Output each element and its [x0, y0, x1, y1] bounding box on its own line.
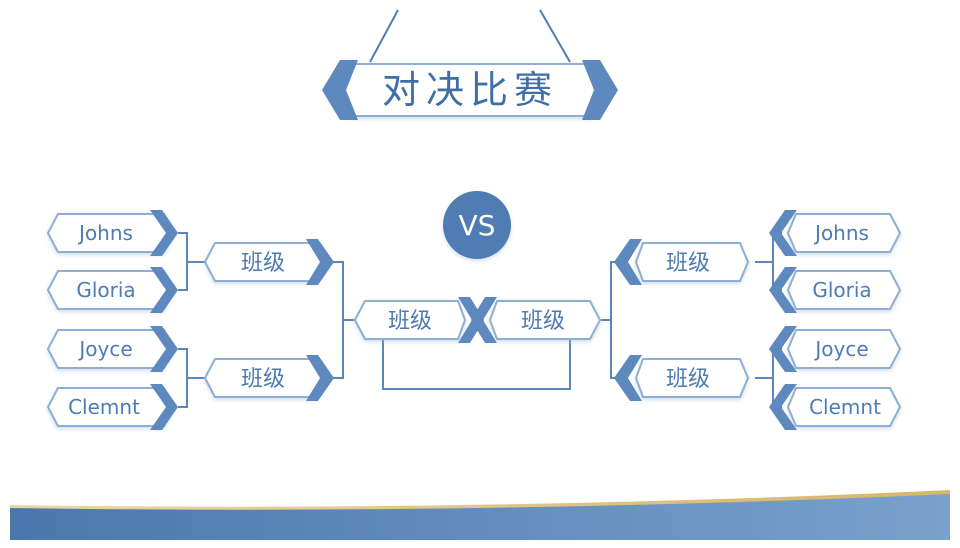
vs-label: VS — [459, 209, 496, 242]
player-box-left-3: Joyce — [46, 326, 178, 372]
right-players: Johns Gloria Joyce Clemnt — [769, 210, 902, 430]
left-semis: 班级 班级 — [203, 239, 334, 401]
vs-badge: VS — [443, 191, 511, 259]
semi-box-left-bottom: 班级 — [203, 355, 334, 401]
player-name: Johns — [77, 221, 133, 245]
player-name: Johns — [813, 221, 869, 245]
player-box-left-1: Johns — [46, 210, 178, 256]
player-box-right-1: Johns — [769, 210, 902, 256]
player-box-left-2: Gloria — [46, 267, 178, 313]
player-box-left-4: Clemnt — [46, 384, 178, 430]
player-box-right-2: Gloria — [769, 267, 902, 313]
semi-label: 班级 — [241, 367, 285, 392]
final-matchup: 班级 班级 — [353, 297, 602, 343]
final-box-left: 班级 — [353, 297, 484, 343]
page-title: 对决比赛 — [382, 68, 558, 112]
player-box-right-4: Clemnt — [769, 384, 902, 430]
player-name: Joyce — [77, 337, 132, 361]
player-name: Gloria — [76, 278, 135, 302]
semi-label: 班级 — [666, 367, 710, 392]
player-name: Clemnt — [809, 395, 881, 419]
banner-right-chevron — [582, 60, 618, 120]
player-name: Clemnt — [68, 395, 140, 419]
player-name: Gloria — [812, 278, 871, 302]
player-box-right-3: Joyce — [769, 326, 902, 372]
final-right-label: 班级 — [521, 309, 565, 334]
footer-blue-band — [10, 494, 950, 540]
player-name: Joyce — [813, 337, 868, 361]
semi-box-right-bottom: 班级 — [614, 355, 750, 401]
semi-box-right-top: 班级 — [614, 239, 750, 285]
left-players: Johns Gloria Joyce Clemnt — [46, 210, 178, 430]
semi-box-left-top: 班级 — [203, 239, 334, 285]
final-left-label: 班级 — [388, 309, 432, 334]
semi-label: 班级 — [666, 251, 710, 276]
final-box-right: 班级 — [471, 297, 602, 343]
title-banner: 对决比赛 — [322, 9, 618, 120]
footer-band — [10, 490, 950, 540]
banner-left-chevron — [322, 60, 358, 120]
right-semis: 班级 班级 — [614, 239, 750, 401]
semi-label: 班级 — [241, 251, 285, 276]
footer-gold-line — [10, 490, 950, 511]
